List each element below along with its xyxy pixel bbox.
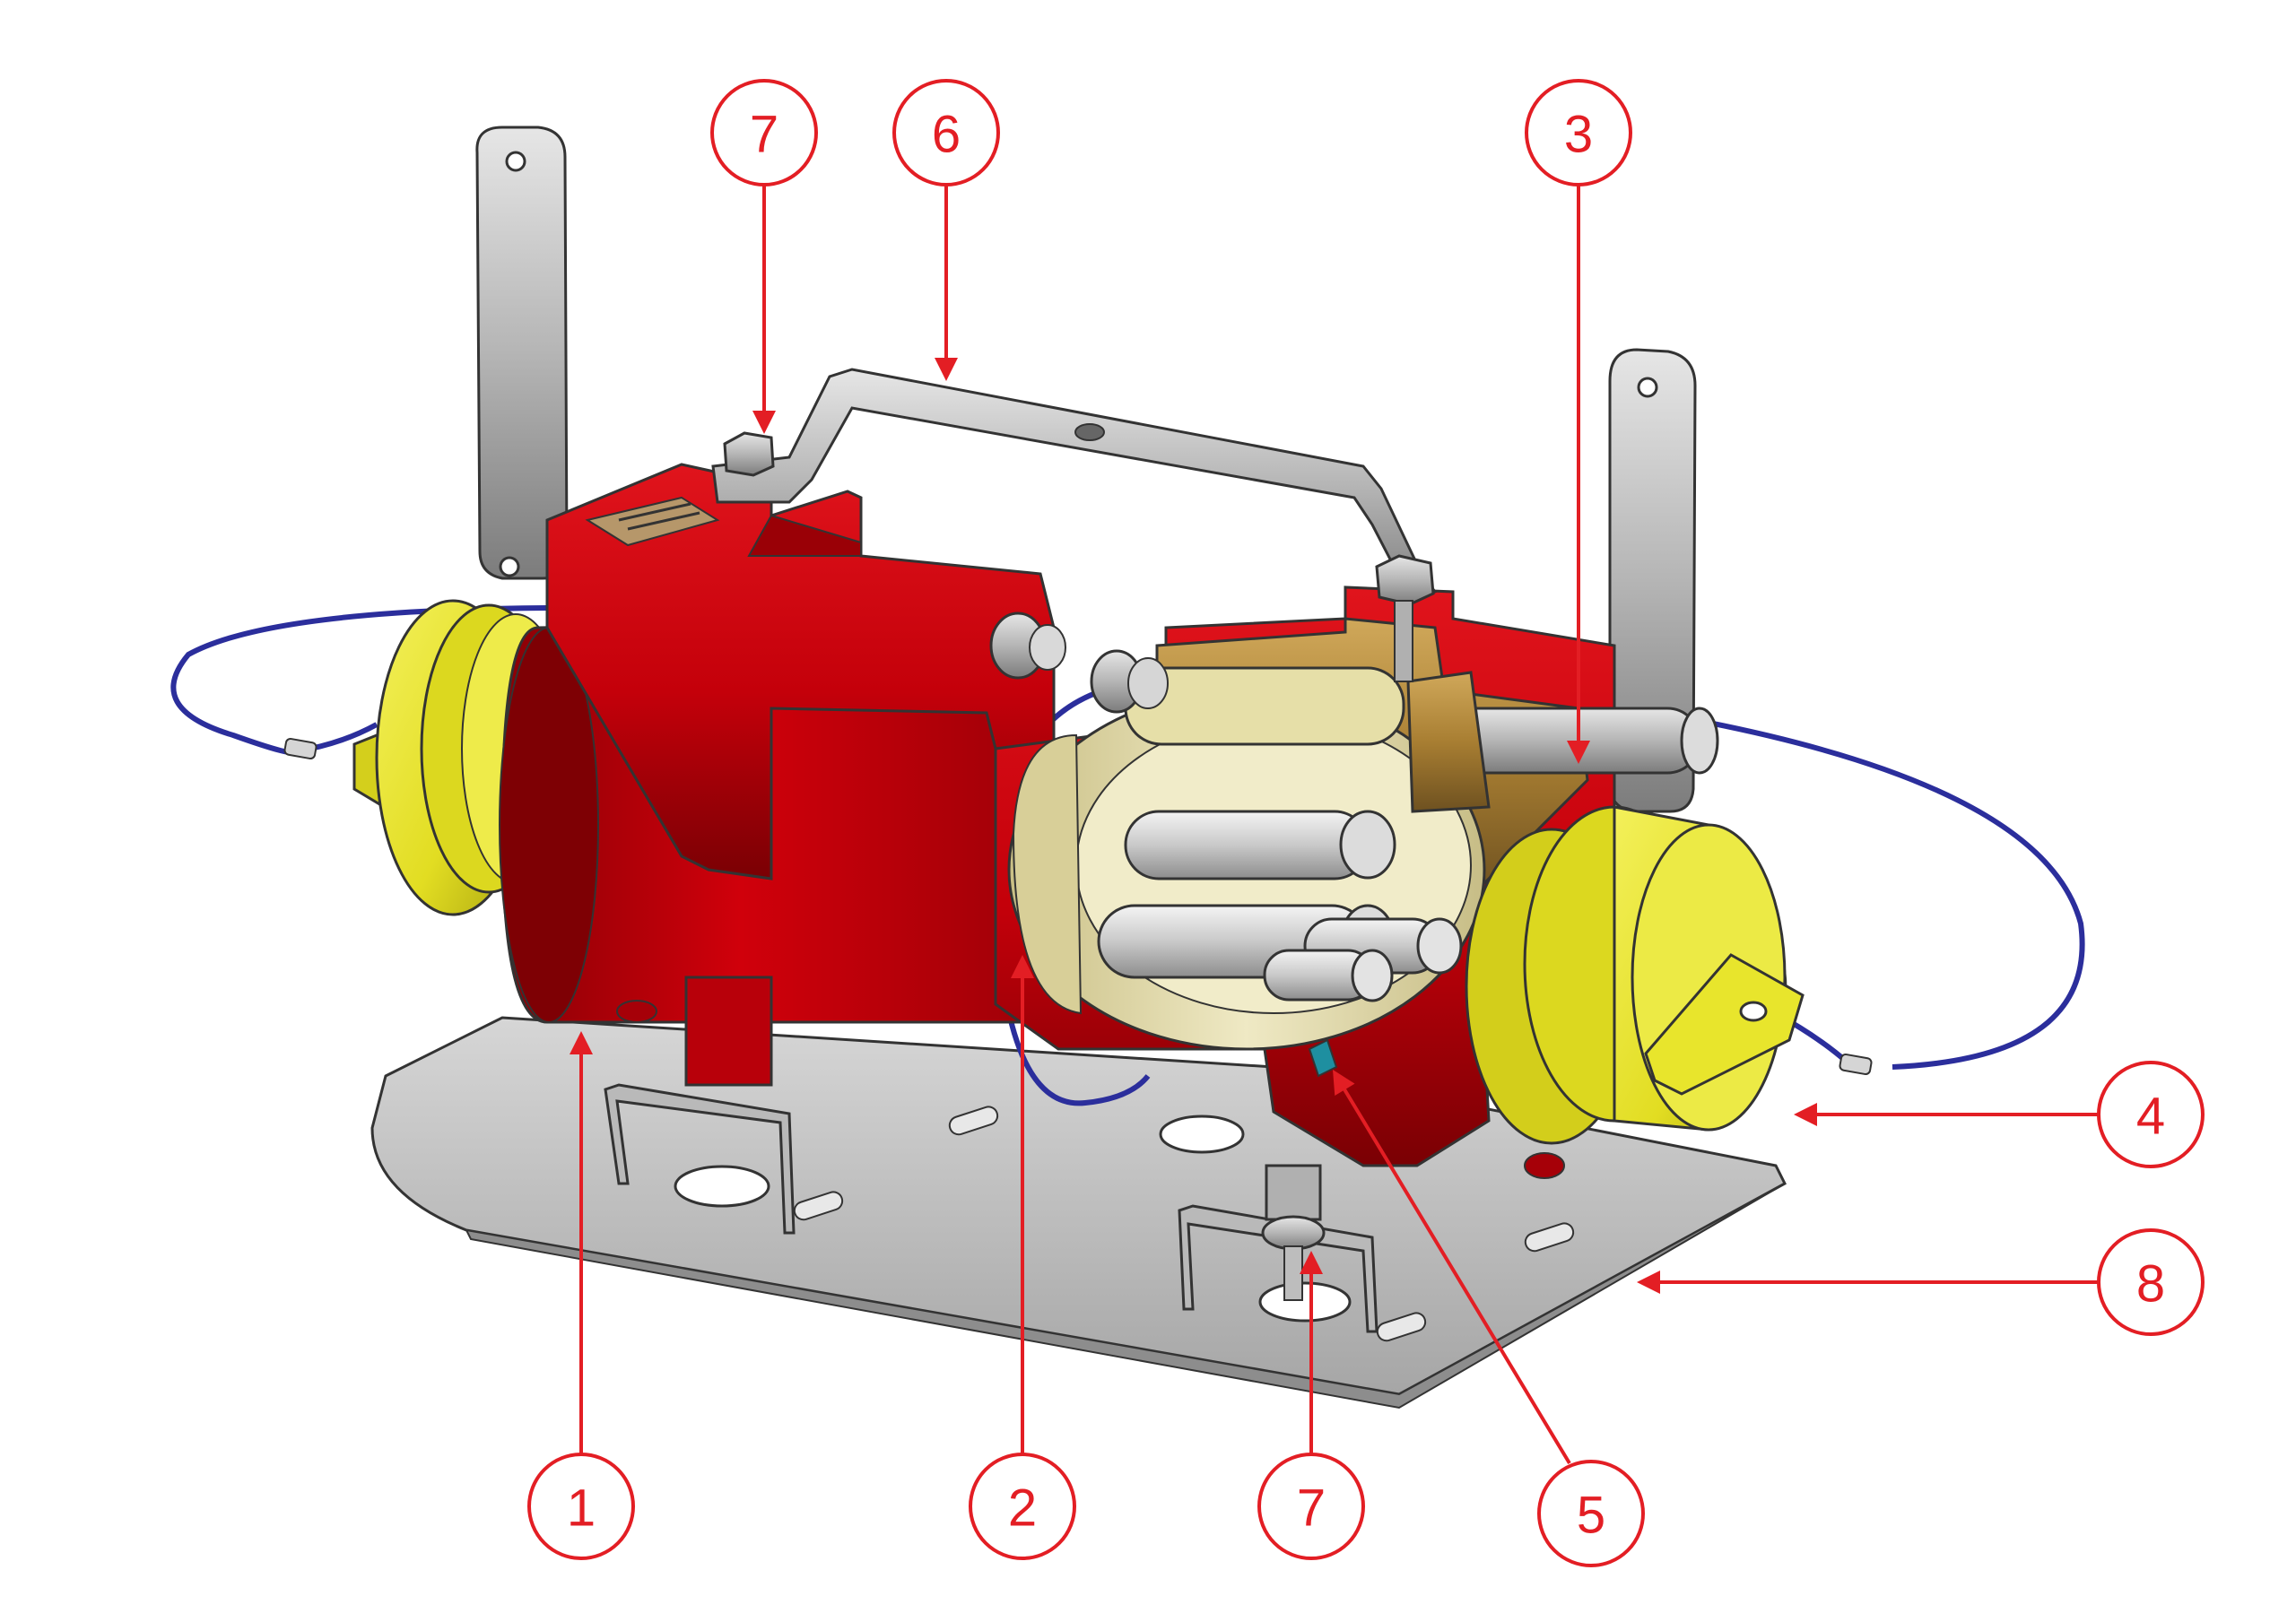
handle-bolt-left [723,431,775,477]
housing-nut [989,612,1066,680]
plate-slots [793,1106,1575,1342]
callout-6: 6 [892,79,1000,381]
callout-7a: 7 [710,79,818,434]
callout-arrowhead [1011,955,1034,978]
callout-3: 3 [1525,79,1632,764]
cable-ferrule [283,737,317,760]
callout-circle [969,1453,1076,1560]
plate-hole [1258,1281,1352,1323]
callout-circle [527,1453,635,1560]
shaft-nut [1090,649,1169,714]
callout-leader-line [1335,1074,1571,1465]
nameplate [585,496,720,547]
callout-circle [710,79,818,186]
protective-cap-right [1465,805,1805,1145]
callout-number: 6 [932,106,961,164]
plate-hole [674,1165,770,1208]
callout-number: 3 [1564,106,1593,164]
plug-housing-red [499,463,1066,1087]
callout-circle [892,79,1000,186]
plate-hole [1159,1115,1245,1154]
callout-arrowhead [1794,1103,1817,1126]
cap-tab [1644,953,1805,1096]
callout-circle [1525,79,1632,186]
callout-5: 5 [1333,1070,1645,1567]
callout-8: 8 [1637,1228,2205,1336]
callout-number: 5 [1577,1487,1605,1545]
callout-number: 7 [750,106,778,164]
callout-circle [2097,1228,2205,1336]
callout-number: 2 [1008,1479,1037,1538]
callout-7b: 7 [1257,1251,1365,1560]
carry-handle [711,368,1438,682]
foot-bolt [1524,1152,1565,1179]
callout-1: 1 [527,1031,635,1560]
mount-bracket-left [604,1083,796,1235]
callout-arrowhead [1300,1251,1323,1274]
callout-number: 1 [567,1479,596,1538]
callout-arrowhead [935,358,958,381]
receptacle-section [994,585,1719,1301]
callout-arrowhead [1567,741,1590,764]
callout-4: 4 [1794,1061,2205,1168]
callout-circle [1537,1460,1645,1567]
locking-shaft [1124,666,1719,813]
callout-layer: 1 2 3 4 5 6 7 7 8 [527,79,2205,1567]
handle-bolt-right [1375,554,1435,682]
locking-lever-right [1608,348,1697,813]
foot-bolt [616,1000,657,1023]
callout-circle [1257,1453,1365,1560]
callout-number: 4 [2136,1088,2165,1146]
callout-arrowhead [752,411,776,434]
locking-lever-left [475,126,569,580]
callout-arrowhead [570,1031,593,1054]
seal-ring [1308,1038,1338,1078]
callout-number: 7 [1297,1479,1326,1538]
callout-circle [2097,1061,2205,1168]
callout-number: 8 [2136,1255,2165,1314]
callout-arrowhead [1333,1070,1355,1096]
callout-arrowhead [1637,1271,1660,1294]
cable-ferrule [1839,1053,1873,1076]
contact-pins [1097,810,1463,1002]
callout-2: 2 [969,955,1076,1560]
bottom-fastener [1261,1164,1326,1301]
